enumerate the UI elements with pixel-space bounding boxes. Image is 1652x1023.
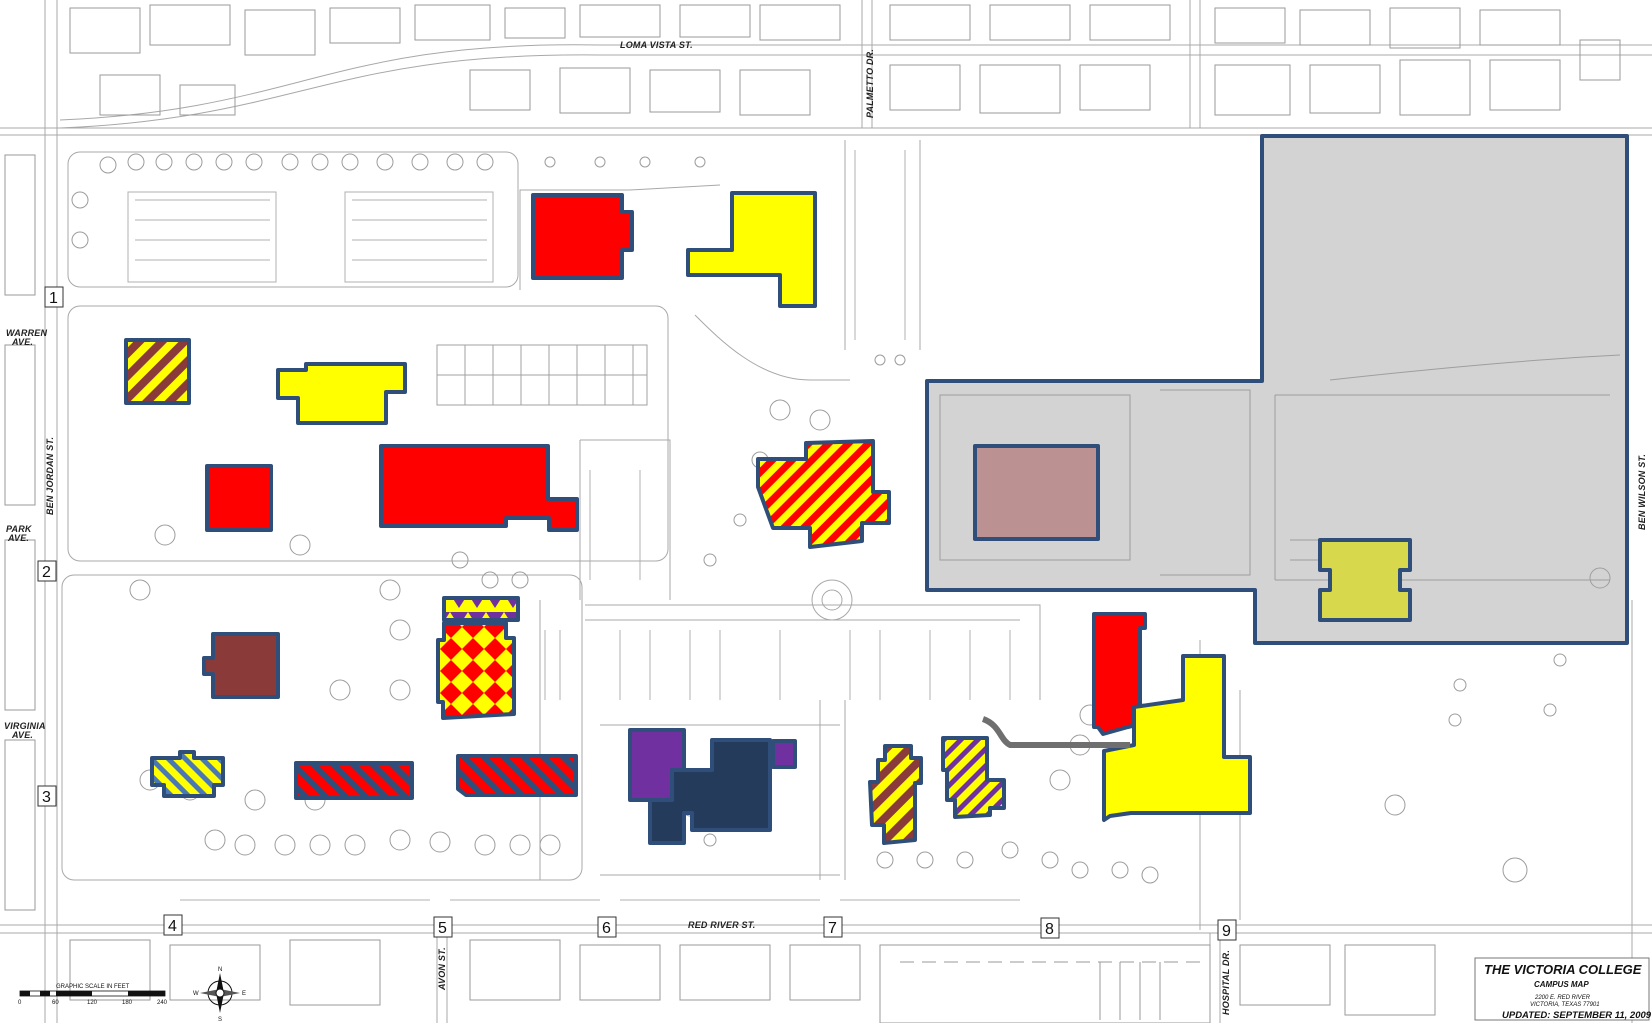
updated-date: UPDATED: SEPTEMBER 11, 2009 <box>1502 1010 1652 1021</box>
building-hatched-rb-south-1 <box>294 761 414 800</box>
building-purple-small <box>771 739 797 769</box>
address-line-1: 2200 E. RED RIVER <box>1534 995 1591 1001</box>
building-red-west <box>205 464 273 532</box>
scale-tick-180: 180 <box>122 1000 133 1006</box>
campus-buildings <box>124 191 1252 845</box>
ben-jordan-street-label: BEN JORDAN ST. <box>45 437 55 515</box>
scale-tick-0: 0 <box>18 1000 22 1006</box>
grid-marker-4: 4 <box>168 918 177 935</box>
ben-wilson-street-label: BEN WILSON ST. <box>1637 454 1647 530</box>
building-hatched-yb-west <box>124 338 191 405</box>
virginia-avenue-label-1: VIRGINIA <box>4 721 46 731</box>
scale-tick-120: 120 <box>87 1000 98 1006</box>
building-hatched-yp-south <box>941 736 1006 819</box>
building-red-north <box>531 193 634 280</box>
grid-marker-6: 6 <box>602 920 611 937</box>
park-avenue-label-2: AVE. <box>7 533 29 543</box>
grid-marker-5: 5 <box>438 920 447 937</box>
annex-property-area <box>925 134 1629 645</box>
tennis-courts <box>436 344 648 406</box>
residential-lots-west <box>4 154 36 911</box>
building-yellow-north <box>686 191 817 308</box>
grid-marker-7: 7 <box>828 920 837 937</box>
institution-name: THE VICTORIA COLLEGE <box>1484 962 1642 977</box>
building-yellow-west <box>276 362 407 425</box>
building-zigzag-top <box>442 596 520 622</box>
east-label: E <box>242 991 246 997</box>
building-hatched-rb-south-2 <box>456 754 578 797</box>
grid-marker-1: 1 <box>49 290 58 307</box>
north-arrow-icon: N S E W <box>193 967 246 1023</box>
residential-lots-south <box>69 939 1436 1023</box>
covered-walkway <box>981 716 1130 748</box>
building-navy-south <box>648 738 772 845</box>
virginia-avenue-label-2: AVE. <box>11 730 33 740</box>
building-yellow-east <box>1102 654 1252 822</box>
north-label: N <box>218 967 222 973</box>
building-hatched-yblue-southwest <box>150 750 225 798</box>
hospital-drive-label: HOSPITAL DR. <box>1221 950 1231 1015</box>
scale-title: GRAPHIC SCALE IN FEET <box>56 984 130 990</box>
grid-marker-9: 9 <box>1222 923 1231 940</box>
loma-vista-street-label: LOMA VISTA ST. <box>620 40 693 50</box>
grid-markers: 1 2 3 4 5 6 7 8 9 <box>37 286 1237 941</box>
grid-marker-2: 2 <box>42 564 51 581</box>
graphic-scale: GRAPHIC SCALE IN FEET 0 60 120 180 240 <box>18 984 168 1006</box>
scale-tick-60: 60 <box>52 1000 59 1006</box>
scale-tick-240: 240 <box>157 1000 168 1006</box>
annex-building-brown <box>973 444 1100 541</box>
annex-property-details <box>939 354 1621 589</box>
annex-building-yellow <box>1318 538 1412 622</box>
avon-street-label: AVON ST. <box>437 947 447 991</box>
building-red-central <box>379 444 579 532</box>
park-avenue-label-1: PARK <box>6 524 33 534</box>
building-hatched-ry-center <box>756 439 891 549</box>
warren-avenue-label-1: WARREN <box>6 328 47 338</box>
palmetto-drive-label: PALMETTO DR. <box>865 49 875 118</box>
red-river-street-label: RED RIVER ST. <box>688 920 755 930</box>
west-label: W <box>193 991 199 997</box>
warren-avenue-label-2: AVE. <box>11 337 33 347</box>
building-brown-west <box>202 632 280 699</box>
building-diamonds <box>436 621 516 720</box>
grid-marker-3: 3 <box>42 789 51 806</box>
building-hatched-yb-south <box>868 744 923 845</box>
address-line-2: VICTORIA, TEXAS 77901 <box>1530 1002 1600 1008</box>
title-block: THE VICTORIA COLLEGE CAMPUS MAP 2200 E. … <box>1474 957 1652 1021</box>
residential-lots-north <box>69 4 1621 116</box>
map-title: CAMPUS MAP <box>1534 980 1589 989</box>
grid-marker-8: 8 <box>1045 921 1054 938</box>
south-label: S <box>218 1017 222 1023</box>
